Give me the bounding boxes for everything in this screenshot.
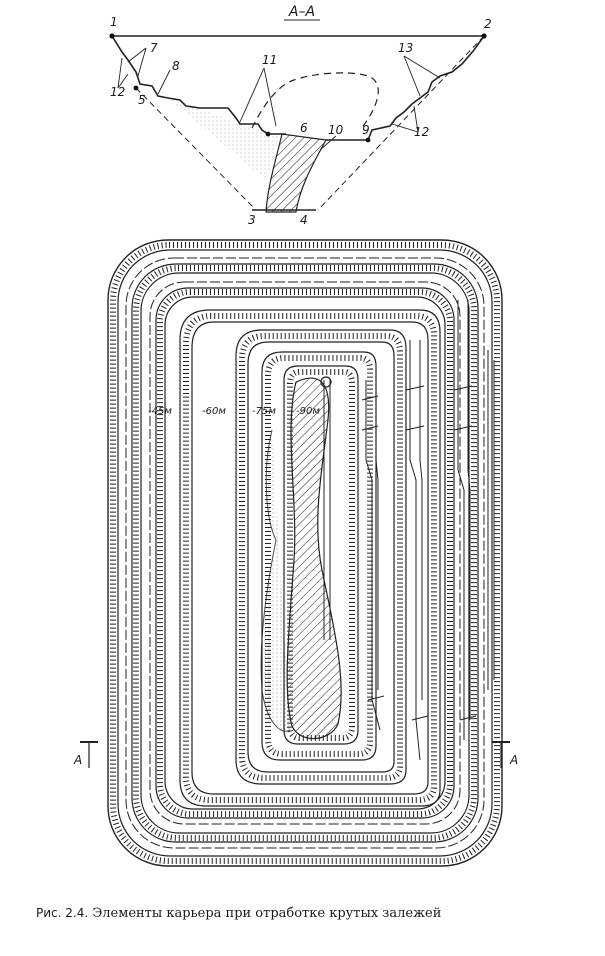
overburden-zone [168, 98, 282, 180]
label-1: 1 [110, 15, 118, 29]
bench-45m-toe [191, 321, 429, 795]
ultimate-pit-left [135, 87, 257, 211]
figure-caption: Рис. 2.4. Элементы карьера при отработке… [36, 906, 596, 921]
bench-60m-ticks [239, 333, 403, 781]
point-9 [365, 137, 371, 143]
label-12-left: 12 [110, 85, 125, 99]
bench-90m [283, 365, 359, 745]
level-label-45m: -45м [148, 406, 172, 417]
haul-road-outer [125, 257, 485, 849]
label-8: 8 [172, 59, 180, 73]
plan-view: -45м -60м -75м -90м А А [73, 239, 518, 867]
bench-3-ticks [157, 289, 453, 817]
bench-2-edge [131, 263, 479, 843]
label-9: 9 [362, 123, 370, 137]
left-pit-wall [111, 35, 269, 135]
section-marker-left: А [73, 741, 98, 768]
right-pit-wall [367, 35, 485, 141]
bench-1-edge [117, 249, 493, 857]
point-1 [109, 33, 115, 39]
level-label-60m: -60м [202, 406, 226, 417]
label-11: 11 [262, 53, 277, 67]
label-6: 6 [300, 121, 308, 135]
bench-2-toe [140, 272, 470, 834]
outer-boundary [107, 239, 503, 867]
open-pit-diagram: А–А 1 2 3 4 5 6 7 8 9 [73, 4, 518, 867]
ramp-start [320, 376, 332, 388]
point-6 [265, 131, 271, 137]
label-12-right: 12 [414, 125, 429, 139]
caption-text: Элементы карьера при отработке крутых за… [92, 906, 442, 921]
point-5 [133, 85, 139, 91]
section-marker-left-label: А [73, 753, 82, 767]
road-markers [361, 385, 477, 721]
bench-3-edge [155, 287, 455, 819]
caption-prefix: Рис. 2.4. [36, 906, 89, 920]
section-marker-right: А [492, 741, 518, 768]
leader-lines [117, 47, 441, 151]
label-5: 5 [138, 93, 146, 107]
point-2 [481, 33, 487, 39]
ore-body-plan [286, 377, 342, 740]
bench-60m [235, 329, 407, 785]
bench-3-toe [164, 296, 446, 810]
section-title: А–А [288, 4, 315, 20]
outer-bench-ticks [110, 242, 500, 864]
bench-60m-toe [247, 341, 395, 773]
planned-contour [251, 72, 379, 131]
bench-75m [261, 351, 377, 761]
label-7: 7 [150, 41, 158, 55]
ore-body-outer [260, 429, 291, 732]
haul-road-2 [149, 281, 461, 825]
label-2: 2 [484, 17, 492, 31]
bench-75m-ticks [265, 355, 373, 757]
label-3: 3 [248, 213, 256, 227]
bench-90m-ticks [287, 369, 355, 741]
switchback-ramps [365, 300, 495, 761]
level-label-90m: -90м [296, 406, 320, 417]
ore-body-section [265, 133, 327, 213]
cross-section: А–А 1 2 3 4 5 6 7 8 9 [109, 4, 492, 227]
bench-45m [179, 309, 441, 807]
label-4: 4 [300, 213, 308, 227]
ultimate-pit-right [317, 35, 485, 211]
label-13: 13 [398, 41, 413, 55]
level-label-75m: -75м [252, 406, 276, 417]
label-10: 10 [328, 123, 344, 137]
section-marker-right-label: А [509, 753, 518, 767]
